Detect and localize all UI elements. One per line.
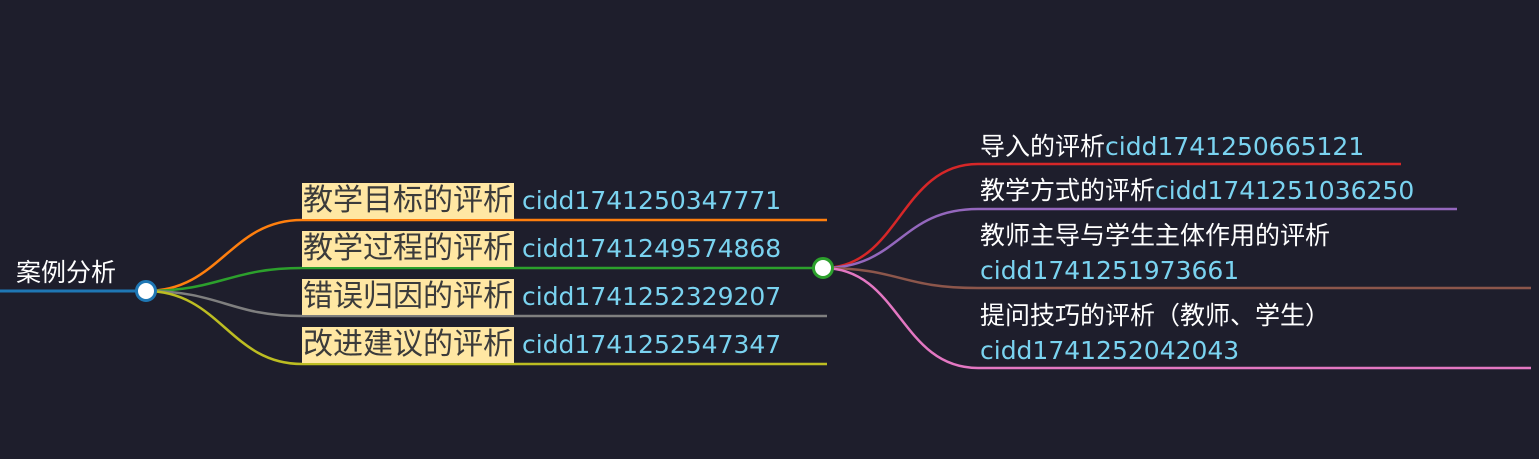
node-teaching-process[interactable]: 教学过程的评析 cidd1741249574868 xyxy=(302,231,781,267)
node-title: 导入的评析 xyxy=(980,132,1106,161)
branch-link-process xyxy=(145,266,823,293)
node-title: 改进建议的评析 xyxy=(302,327,514,363)
branch-link-objectives xyxy=(145,218,827,293)
node-cid: cidd1741251973661 xyxy=(980,256,1240,285)
node-cid: cidd1741252042043 xyxy=(980,336,1240,365)
root-node-label[interactable]: 案例分析 xyxy=(16,258,117,287)
node-cid: cidd1741250665121 xyxy=(1105,132,1365,161)
node-teaching-objectives[interactable]: 教学目标的评析 cidd1741250347771 xyxy=(302,183,781,219)
node-improvement-suggestions[interactable]: 改进建议的评析 cidd1741252547347 xyxy=(302,327,781,363)
node-title: 提问技巧的评析（教师、学生） xyxy=(980,301,1331,330)
node-title: 错误归因的评析 xyxy=(302,279,514,315)
node-cid: cidd1741251036250 xyxy=(1155,176,1415,205)
branch-link-teaching-method xyxy=(822,207,1457,270)
process-node-circle[interactable] xyxy=(812,257,834,279)
node-questioning-skills[interactable]: 提问技巧的评析（教师、学生） cidd1741252042043 xyxy=(980,298,1330,368)
branch-link-suggestions xyxy=(145,289,827,366)
node-cid: cidd1741252547347 xyxy=(522,330,782,359)
node-cid: cidd1741250347771 xyxy=(522,186,782,215)
node-title: 教学目标的评析 xyxy=(302,183,514,219)
root-node-circle[interactable] xyxy=(135,280,157,302)
node-title: 教学过程的评析 xyxy=(302,231,514,267)
node-error-attribution[interactable]: 错误归因的评析 cidd1741252329207 xyxy=(302,279,781,315)
branch-link-attribution xyxy=(145,289,827,318)
branch-link-teacher-student-roles xyxy=(822,266,1531,290)
node-cid: cidd1741252329207 xyxy=(522,282,782,311)
branch-link-introduction xyxy=(822,162,1401,270)
node-cid: cidd1741249574868 xyxy=(522,234,782,263)
node-teaching-method[interactable]: 教学方式的评析cidd1741251036250 xyxy=(980,178,1414,203)
node-title: 教学方式的评析 xyxy=(980,176,1156,205)
node-teacher-student-roles[interactable]: 教师主导与学生主体作用的评析 cidd1741251973661 xyxy=(980,218,1330,288)
branch-link-questioning xyxy=(822,266,1531,370)
node-introduction[interactable]: 导入的评析cidd1741250665121 xyxy=(980,134,1364,159)
node-title: 教师主导与学生主体作用的评析 xyxy=(980,221,1331,250)
